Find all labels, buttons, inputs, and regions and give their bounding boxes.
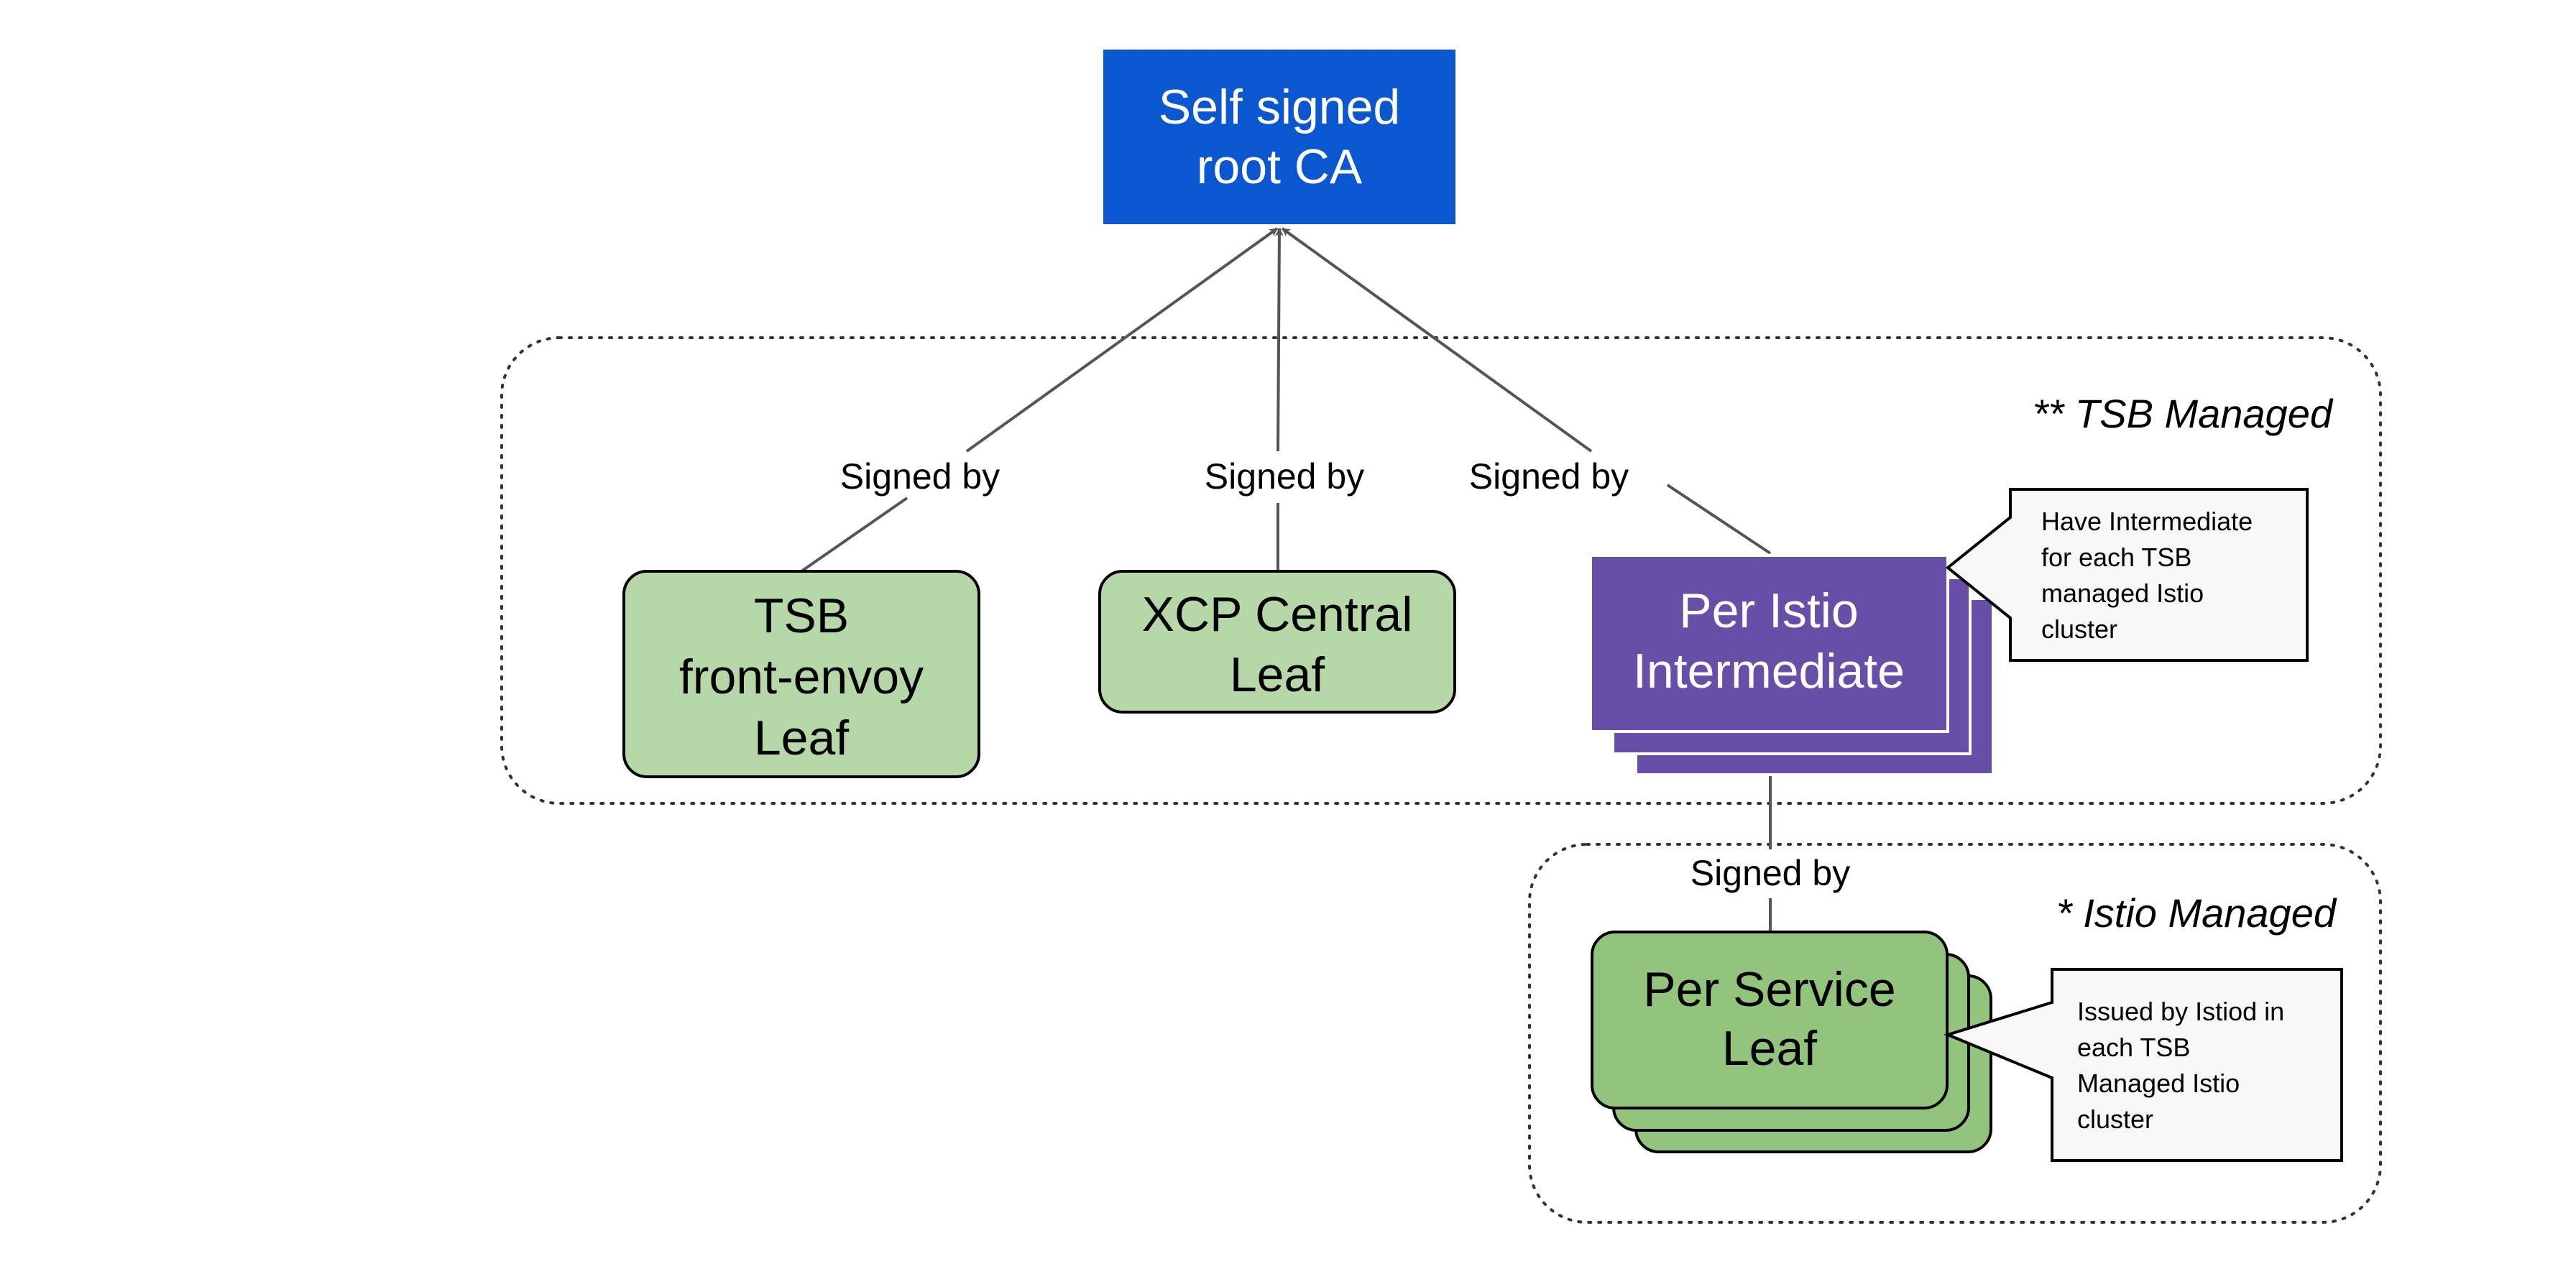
svg-text:front-envoy: front-envoy	[679, 650, 924, 704]
signed-by-label: Signed by	[1469, 456, 1629, 497]
tsb-front-envoy-leaf-node: TSB front-envoy Leaf	[622, 570, 980, 778]
svg-text:Per Service: Per Service	[1643, 962, 1895, 1017]
istio-managed-region	[1528, 843, 2382, 1224]
leaf-callout: Issued by Istiod in each TSB Managed Ist…	[1944, 968, 2343, 1162]
svg-text:Leaf: Leaf	[1230, 647, 1325, 702]
svg-text:Issued by Istiod in: Issued by Istiod in	[2077, 997, 2284, 1026]
svg-text:Self signed: Self signed	[1159, 80, 1400, 134]
edge-xcp-to-root	[1274, 227, 1284, 571]
signed-by-label: Signed by	[1205, 456, 1364, 497]
svg-text:for each TSB: for each TSB	[2041, 543, 2191, 572]
svg-text:Managed Istio: Managed Istio	[2077, 1069, 2240, 1098]
svg-text:Intermediate: Intermediate	[1633, 644, 1905, 698]
signed-by-label: Signed by	[840, 456, 1000, 497]
svg-text:root CA: root CA	[1197, 139, 1363, 194]
intermediate-callout: Have Intermediate for each TSB managed I…	[1945, 488, 2309, 662]
istio-intermediate-node: Per Istio Intermediate	[1589, 554, 1995, 776]
svg-text:cluster: cluster	[2041, 614, 2117, 644]
svg-text:Leaf: Leaf	[1722, 1021, 1817, 1076]
root-ca-node: Self signed root CA	[1103, 50, 1455, 224]
svg-text:cluster: cluster	[2077, 1104, 2153, 1134]
svg-text:Leaf: Leaf	[754, 711, 849, 765]
edge-tsb-to-root	[800, 227, 1279, 573]
edge-intermediate-to-root	[1281, 227, 1772, 555]
istio-managed-label: * Istio Managed	[2056, 890, 2337, 936]
svg-text:managed Istio: managed Istio	[2041, 578, 2204, 608]
svg-text:XCP Central: XCP Central	[1142, 587, 1413, 642]
tsb-managed-label: ** TSB Managed	[2033, 391, 2334, 436]
svg-text:Have Intermediate: Have Intermediate	[2041, 507, 2253, 536]
service-leaf-node: Per Service Leaf	[1591, 931, 1992, 1153]
svg-text:TSB: TSB	[754, 589, 849, 643]
xcp-central-leaf-node: XCP Central Leaf	[1098, 570, 1456, 714]
svg-text:Per Istio: Per Istio	[1679, 583, 1858, 638]
signed-by-label: Signed by	[1690, 853, 1850, 893]
svg-text:each TSB: each TSB	[2077, 1033, 2190, 1062]
